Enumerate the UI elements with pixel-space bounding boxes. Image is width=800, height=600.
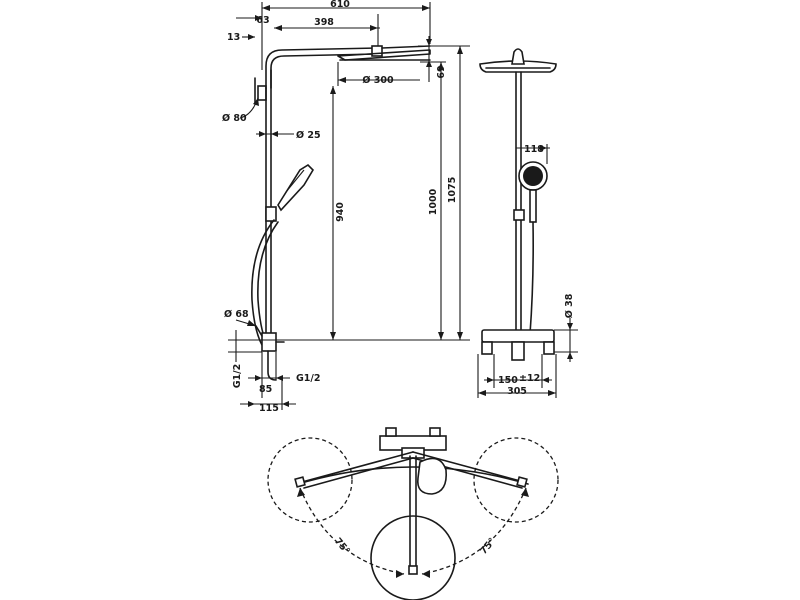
plan-angle-arc-right [421, 487, 527, 575]
front-thermostat [481, 329, 555, 343]
dim-g12-left: G1/2 [232, 364, 243, 389]
dim-300: Ø 300 [362, 75, 394, 86]
arrow-610-left [262, 5, 270, 11]
arrow-940-bottom [330, 332, 336, 340]
arrow-398-right [370, 25, 378, 31]
front-hand-shower-face [523, 166, 543, 186]
front-head-connector [511, 48, 525, 65]
arrow-85-left [255, 375, 262, 381]
arrow-1000-bottom [438, 332, 444, 340]
arrow-940-top [330, 86, 336, 94]
plan-riser-block [401, 447, 425, 459]
arrow-63 [255, 15, 262, 21]
hose-inner [257, 221, 279, 343]
plan-head-centre [370, 515, 456, 600]
arrow-69-bottom [426, 60, 432, 67]
plan-arm-left-1 [301, 451, 414, 483]
dim-610: 610 [330, 0, 350, 10]
arrow-1075-bottom [457, 332, 463, 340]
front-valve-right [543, 341, 555, 355]
arrow-1000-top [438, 62, 444, 70]
dim-305: 305 [507, 386, 527, 397]
arrow-610-right [422, 5, 430, 11]
dim-69: 69 [434, 65, 445, 78]
plan-swivel-arc [297, 466, 529, 485]
front-hand-shower-grip [529, 189, 537, 223]
dim-85: 85 [259, 384, 272, 395]
plan-arm-left-2 [303, 457, 414, 489]
arrow-25-left [259, 131, 266, 137]
arrow-305-right [548, 390, 556, 396]
dim-63: 63 [256, 15, 269, 26]
slider-holder [265, 206, 277, 222]
arrow-115-left [248, 401, 255, 407]
plan-view: 75° 75° [267, 427, 559, 600]
dim-38: Ø 38 [564, 293, 575, 318]
arrow-300 [338, 77, 346, 83]
front-valve-left [481, 341, 493, 355]
arrow-25-right [271, 131, 278, 137]
plan-arrow-right-top [521, 488, 529, 497]
arrow-118 [540, 145, 547, 151]
arrow-150-right [542, 377, 549, 383]
plan-arrow-left-top [297, 488, 305, 497]
dim-g12-right: G1/2 [296, 373, 321, 384]
dim-115: 115 [259, 403, 279, 414]
front-spout [511, 341, 525, 361]
hand-shower [277, 163, 315, 212]
plan-angle-left: 75° [332, 536, 352, 557]
hose-outer [251, 219, 275, 346]
plan-hand-shower [416, 457, 448, 495]
dim-398: 398 [314, 17, 334, 28]
arrow-38-bottom [567, 352, 573, 359]
dim-25: Ø 25 [296, 130, 321, 141]
dim-118: 118 [524, 144, 544, 155]
arrow-80 [253, 98, 259, 106]
arrow-150-left [487, 377, 494, 383]
arrow-13 [248, 34, 255, 40]
arrow-305-left [478, 390, 486, 396]
arrow-115-right [282, 401, 289, 407]
dim-1000: 1000 [428, 188, 439, 215]
side-view: 610 63 398 13 69 Ø 300 Ø 80 Ø [222, 0, 470, 414]
wall-flange [257, 85, 267, 101]
arrow-85-right [276, 375, 283, 381]
dim-80: Ø 80 [222, 113, 247, 124]
plan-arrow-right-bottom [422, 570, 430, 578]
hand-shower-detail [285, 169, 305, 193]
shower-head [337, 49, 431, 61]
escutcheon [255, 325, 263, 337]
front-slider [513, 209, 525, 221]
plan-valve-left [385, 427, 397, 437]
arrow-68 [247, 320, 256, 326]
front-hose [529, 221, 534, 335]
shower-arm-outer [265, 47, 379, 89]
arrow-398-left [274, 25, 282, 31]
plan-head-right-connector [516, 476, 528, 488]
plan-angle-right: 75° [478, 536, 498, 557]
plan-arm-right-1 [412, 451, 525, 483]
dim-13: 13 [227, 32, 240, 43]
shower-arm-inner [270, 53, 379, 89]
dim-68: Ø 68 [224, 309, 249, 320]
arrow-1075-top [457, 46, 463, 54]
plan-head-right-dashed [473, 437, 559, 523]
plan-head-left-dashed [267, 437, 353, 523]
plan-valve-right [429, 427, 441, 437]
plan-head-centre-connector [408, 565, 418, 575]
front-view: 118 Ø 38 150 ±12 305 [477, 48, 578, 398]
thermostat-body [261, 332, 277, 352]
dim-940: 940 [335, 202, 346, 222]
dim-1075: 1075 [447, 177, 458, 203]
plan-angle-arc-left [299, 487, 405, 575]
head-connector [371, 45, 383, 57]
arrow-69-top [426, 39, 432, 46]
plan-arrow-left-bottom [396, 570, 404, 578]
dim-tolerance: ±12 [519, 373, 540, 384]
plan-head-left-connector [294, 476, 306, 488]
arrow-38-top [567, 323, 573, 330]
spout [267, 350, 277, 381]
dim-150: 150 [498, 375, 518, 386]
